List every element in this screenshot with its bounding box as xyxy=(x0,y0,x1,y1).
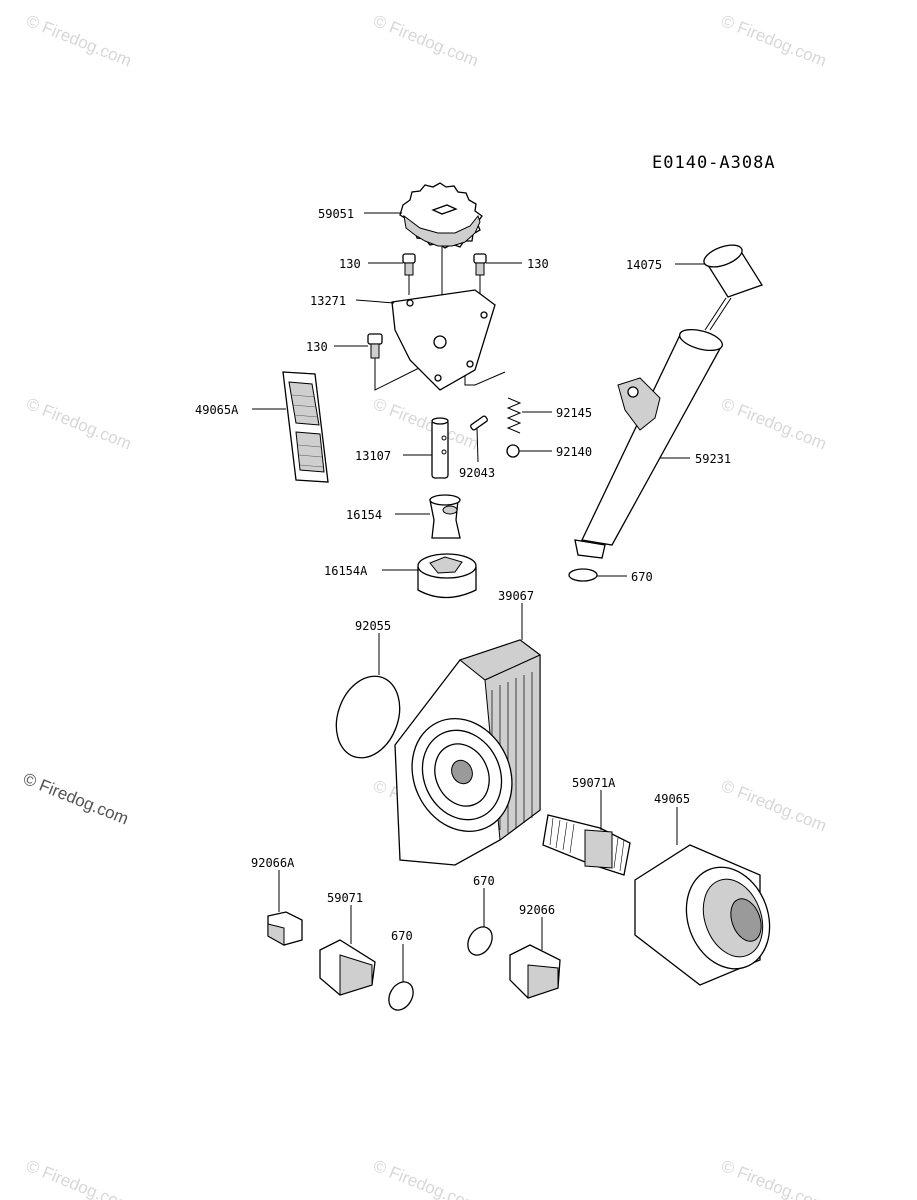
label-92066A: 92066A xyxy=(251,856,295,870)
label-49065A: 49065A xyxy=(195,403,239,417)
label-14075: 14075 xyxy=(626,258,662,272)
label-130-right: 130 xyxy=(527,257,549,271)
label-59071A: 59071A xyxy=(572,776,616,790)
label-59231: 59231 xyxy=(695,452,731,466)
large-o-ring-part xyxy=(335,675,401,759)
label-13271: 13271 xyxy=(310,294,346,308)
label-39067: 39067 xyxy=(498,589,534,603)
part-labels: 59051 130 130 13271 130 49065A 92145 921… xyxy=(195,207,731,943)
label-92140: 92140 xyxy=(556,445,592,459)
leader-lines xyxy=(252,212,705,982)
label-130-left: 130 xyxy=(339,257,361,271)
watermark: © Firedog.com xyxy=(24,1156,135,1200)
watermark: © Firedog.com xyxy=(719,11,830,70)
spring-part xyxy=(506,397,522,434)
filter-fitting-part xyxy=(542,814,631,876)
label-49065: 49065 xyxy=(654,792,690,806)
label-59051: 59051 xyxy=(318,207,354,221)
label-670-center: 670 xyxy=(473,874,495,888)
bolt-part-left xyxy=(402,253,416,295)
watermark: © Firedog.com xyxy=(24,394,135,453)
pin-part xyxy=(470,415,488,431)
label-13107: 13107 xyxy=(355,449,391,463)
drain-plug-part-a xyxy=(267,911,303,946)
outer-rotor-part xyxy=(417,553,477,599)
label-670-lower: 670 xyxy=(391,929,413,943)
label-130-lower: 130 xyxy=(306,340,328,354)
label-670-tube: 670 xyxy=(631,570,653,584)
label-16154A: 16154A xyxy=(324,564,368,578)
inner-rotor-part xyxy=(429,494,461,539)
watermark: © Firedog.com xyxy=(24,11,135,70)
watermark: © Firedog.com xyxy=(371,11,482,70)
small-o-ring-part-b xyxy=(388,981,414,1011)
oil-filter-part xyxy=(634,844,771,986)
label-92145: 92145 xyxy=(556,406,592,420)
watermark: © Firedog.com xyxy=(719,776,830,835)
watermark: © Firedog.com xyxy=(719,394,830,453)
oil-cooler-housing-part xyxy=(394,639,541,866)
fitting-plug-part xyxy=(319,939,376,996)
drain-plug-part-b xyxy=(509,944,561,999)
o-ring-part xyxy=(568,568,598,582)
gear-part xyxy=(399,182,483,330)
watermark: © Firedog.com xyxy=(371,394,482,453)
watermark: © Firedog.com xyxy=(371,1156,482,1200)
bolt-part-lower xyxy=(367,333,436,391)
label-16154: 16154 xyxy=(346,508,382,522)
cover-plate-part xyxy=(391,289,506,391)
small-o-ring-part-c xyxy=(467,926,493,956)
label-92043: 92043 xyxy=(459,466,495,480)
dipstick-cap-part xyxy=(703,244,763,331)
label-92066: 92066 xyxy=(519,903,555,917)
watermark: © Firedog.com xyxy=(719,1156,830,1200)
diagram-code: E0140-A308A xyxy=(652,153,776,173)
ball-part xyxy=(506,444,520,458)
watermark-dark: © Firedog.com xyxy=(21,769,132,828)
label-92055: 92055 xyxy=(355,619,391,633)
oil-filler-tube-part xyxy=(574,328,724,559)
strainer-part xyxy=(282,371,329,483)
label-59071: 59071 xyxy=(327,891,363,905)
shaft-part xyxy=(431,417,449,479)
